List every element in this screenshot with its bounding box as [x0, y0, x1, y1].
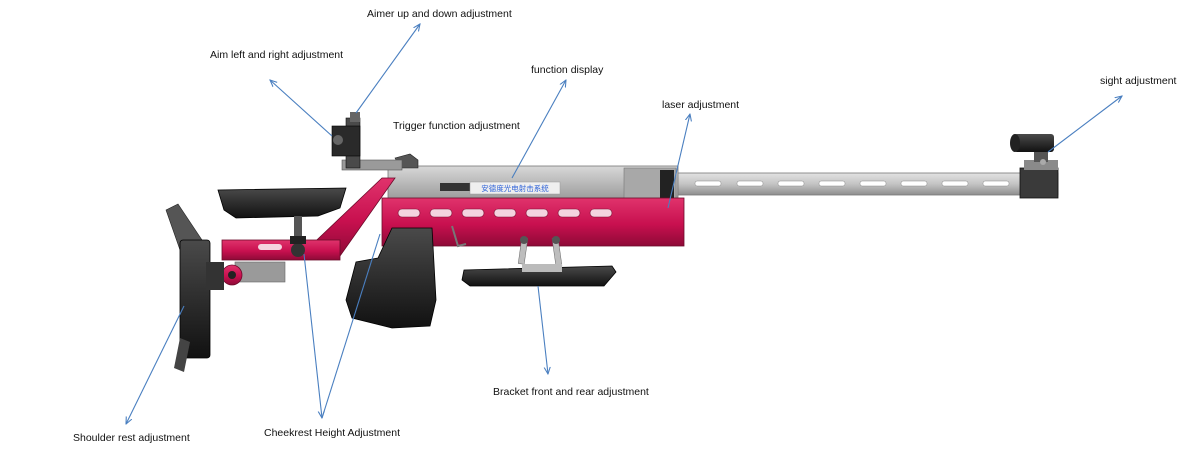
arrow-aimer-up-down: [355, 24, 420, 114]
arrow-cheekrest-height: [303, 253, 322, 418]
label-sight: sight adjustment: [1100, 75, 1177, 87]
arrow-sight: [1047, 96, 1122, 153]
arrow-bracket: [537, 285, 548, 374]
arrow-shoulder-rest: [126, 305, 185, 424]
arrow-function-display: [511, 80, 566, 179]
label-trigger-function: Trigger function adjustment: [393, 120, 520, 132]
arrow-aim-left-right: [270, 80, 333, 137]
front-bracket: [461, 236, 617, 287]
shoulder-rest: [165, 203, 224, 372]
sight-block: [1010, 134, 1059, 199]
barrel: [619, 172, 1059, 196]
label-aimer-up-down: Aimer up and down adjustment: [367, 8, 512, 20]
label-shoulder-rest: Shoulder rest adjustment: [73, 432, 190, 444]
receiver: 安德度光电射击系统: [387, 165, 679, 216]
display-screen-text: 安德度光电射击系统: [481, 183, 549, 193]
cheek-rest: [217, 187, 347, 244]
annotation-arrows: [126, 24, 1122, 424]
arrow-laser: [667, 114, 690, 209]
label-bracket: Bracket front and rear adjustment: [493, 386, 649, 398]
aimer-tower: [331, 112, 403, 171]
label-function-display: function display: [531, 64, 604, 76]
label-cheekrest-height: Cheekrest Height Adjustment: [264, 427, 400, 439]
pistol-grip: [345, 225, 467, 329]
stock-body: [221, 177, 685, 286]
arrow-cheekrest-to-strut: [321, 233, 381, 419]
label-laser: laser adjustment: [662, 99, 740, 111]
label-aim-left-right: Aim left and right adjustment: [210, 49, 344, 61]
